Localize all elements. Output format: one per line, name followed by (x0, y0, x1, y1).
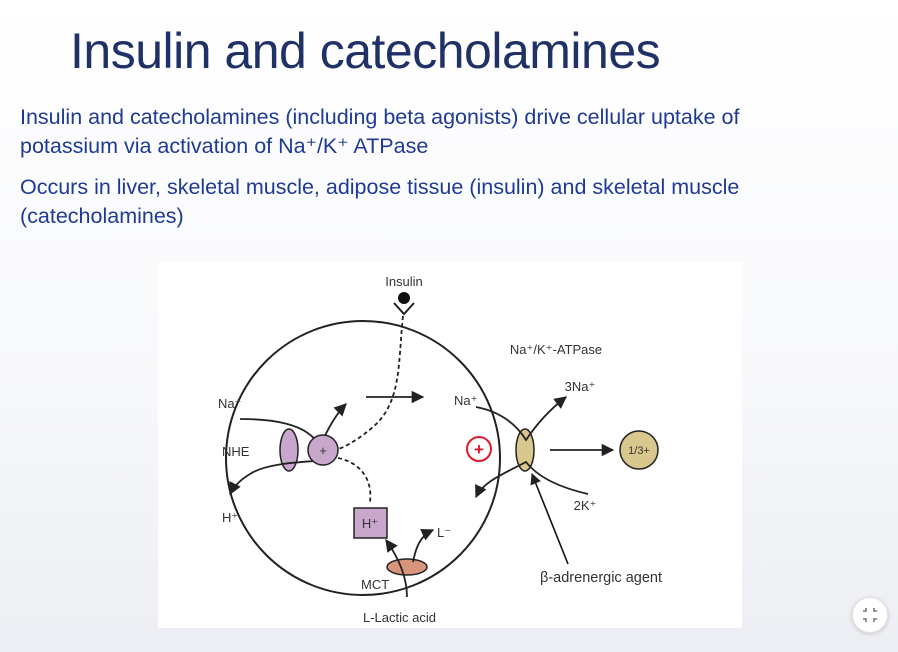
insulin-label: Insulin (385, 274, 423, 289)
three-na-label: 3Na⁺ (565, 379, 596, 394)
lactic-acid-label: L-Lactic acid (363, 610, 436, 625)
bullet-list: Insulin and catecholamines (including be… (20, 103, 892, 243)
mct-transporter (386, 558, 428, 576)
nhe-label: NHE (222, 444, 250, 459)
insulin-receptor (393, 302, 415, 316)
atpase-label: Na⁺/K⁺-ATPase (510, 342, 602, 357)
lactate-label: L⁻ (437, 525, 451, 540)
nhe-transporter (279, 428, 299, 472)
h-efflux-arrow (229, 459, 329, 496)
cell-membrane (225, 320, 501, 596)
ratio-label: 1/3+ (628, 445, 650, 457)
ratio-circle (619, 430, 659, 470)
insulin-signal-dashed (337, 315, 404, 450)
cell-diagram-svg: + H⁺ 1/3+ + Insulin Na⁺/K⁺-ATPase 3Na⁺ 2… (218, 274, 662, 625)
collapse-icon (863, 608, 877, 622)
plus-sign: + (319, 443, 327, 458)
plus-circle (307, 434, 339, 466)
bullet-line: (catecholamines) (20, 204, 184, 228)
k-influx-arrow (475, 460, 589, 499)
two-k-label: 2K⁺ (574, 498, 597, 513)
stimulation-mark: + (474, 440, 484, 459)
cell-diagram: + H⁺ 1/3+ + Insulin Na⁺/K⁺-ATPase 3Na⁺ 2… (158, 262, 742, 628)
bullet-item: Insulin and catecholamines (including be… (20, 103, 892, 161)
na-left-label: Na⁺ (218, 396, 241, 411)
stimulation-circle (466, 436, 492, 462)
beta-agent-pointer (530, 472, 569, 565)
h-box (353, 507, 388, 539)
insulin-molecule (398, 292, 410, 304)
lactate-arrow (412, 529, 435, 563)
slide-title: Insulin and catecholamines (70, 23, 661, 79)
h-left-label: H⁺ (222, 510, 238, 525)
na-efflux-arrow (475, 396, 567, 442)
beta-agent-label: β-adrenergic agent (540, 570, 662, 586)
h-box-label: H⁺ (362, 516, 378, 531)
bullet-item: Occurs in liver, skeletal muscle, adipos… (20, 173, 892, 231)
na-inside-label: Na⁺ (454, 393, 477, 408)
na-k-atpase-pump (515, 428, 535, 472)
mct-h-arrow (385, 538, 408, 598)
mct-label: MCT (361, 577, 389, 592)
bullet-line: potassium via activation of Na⁺/K⁺ ATPas… (20, 134, 429, 158)
bullet-line: Occurs in liver, skeletal muscle, adipos… (20, 175, 740, 199)
h-signal-dashed (337, 457, 372, 503)
bullet-line: Insulin and catecholamines (including be… (20, 105, 740, 129)
fullscreen-button[interactable] (852, 597, 888, 633)
